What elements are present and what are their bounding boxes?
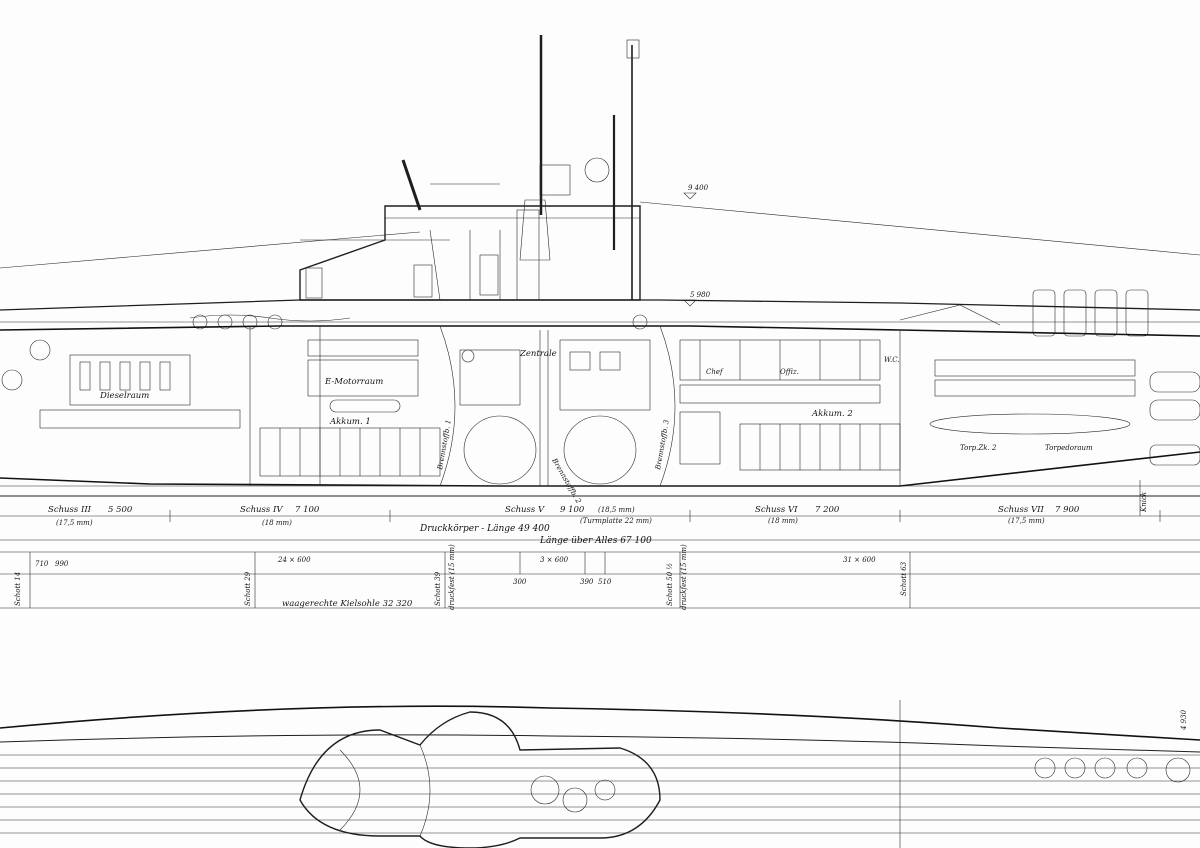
schott-39-note: druckfest (15 mm) [448,544,456,610]
bulkhead-labels: Schott 14 Schott 29 Schott 39 druckfest … [14,544,908,610]
side-elevation: Dieselraum E-Motorraum Akkum. 1 Zentrale… [0,35,1200,505]
battery-1 [259,427,441,477]
schuss-7-label: Schuss VII [998,505,1044,515]
schott-50: Schott 50 ½ [666,563,674,606]
label-chief: Chef [706,368,724,376]
control-room [459,339,651,411]
label-bunker-2: Brennstoffb. 2 [550,456,583,505]
schuss-4-label: Schuss IV [240,505,283,515]
label-officers: Offiz. [780,368,799,376]
height-9400: 9 400 [688,184,709,192]
label-bunker-1: Brennstoffb. 1 [436,419,453,471]
height-4930: 4 930 [1180,709,1188,731]
dim-510: 510 [598,578,612,586]
dim-710: 710 [35,560,49,568]
torpedo-room [929,359,1200,466]
plan-containers [1034,757,1191,783]
label-central: Zentrale [519,349,557,359]
conning-tower [299,199,641,301]
schuss-5-label: Schuss V [505,505,545,515]
schuss-3-value: 5 500 [108,505,133,515]
schuss-6-label: Schuss VI [755,505,798,515]
schott-29: Schott 29 [244,571,252,606]
schott-14: Schott 14 [14,572,22,606]
schuss-5-value: 9 100 [560,505,585,515]
label-torp-room: Torpedoraum [1045,444,1093,452]
dim-390: 390 [580,578,594,586]
height-5980: 5 980 [690,291,711,299]
dim-300: 300 [513,578,527,586]
schuss-7-thickness: (17,5 mm) [1008,517,1045,525]
schuss-6-thickness: (18 mm) [768,517,798,525]
dim-3x600: 3 × 600 [540,556,569,564]
label-bunker-3: Brennstoffb. 3 [654,419,671,472]
schuss-3-thickness: (17,5 mm) [56,519,93,527]
battery-2 [739,423,901,471]
dimension-lines [0,480,1200,609]
schott-39: Schott 39 [434,571,442,606]
periscope-masts [401,35,640,300]
schuss-4-value: 7 100 [295,505,320,515]
crew-quarters [679,339,881,465]
label-emotor-room: E-Motorraum [324,377,383,387]
schott-63: Schott 63 [900,561,908,596]
deck-containers [899,289,1149,337]
schuss-3-label: Schuss III [48,505,92,515]
keel-line-label: waagerechte Kielsohle 32 320 [282,599,413,609]
deck-grating [0,754,1200,834]
plan-view: 4 930 [0,700,1200,848]
dimension-values: 710 990 24 × 600 3 × 600 300 390 510 31 … [35,492,1148,586]
label-akkum-1: Akkum. 1 [329,417,371,427]
dim-31x600: 31 × 600 [843,556,876,564]
label-diesel-room: Dieselraum [99,391,149,401]
schuss-4-thickness: (18 mm) [262,519,292,527]
overall-length: Länge über Alles 67 100 [539,536,652,546]
schott-50-note: druckfest (15 mm) [680,544,688,610]
diesel-engines [1,339,241,429]
label-wc: W.C. [884,356,900,364]
schuss-5-note: (Turmplatte 22 mm) [580,517,652,525]
schuss-7-value: 7 900 [1055,505,1080,515]
label-torp-tank: Torp.Zk. 2 [960,444,997,452]
schuss-6-value: 7 200 [815,505,840,515]
dim-24x600: 24 × 600 [277,556,311,564]
emotor-room [307,339,419,413]
dim-990: 990 [55,560,69,568]
druckkoerper-length: Druckkörper - Länge 49 400 [419,524,550,534]
schuss-5-thickness: (18,5 mm) [598,506,635,514]
label-akkum-2: Akkum. 2 [811,409,853,419]
dim-knick: Knick [1140,492,1148,513]
schuss-sections: Schuss III 5 500 (17,5 mm) Schuss IV 7 1… [48,505,1080,527]
